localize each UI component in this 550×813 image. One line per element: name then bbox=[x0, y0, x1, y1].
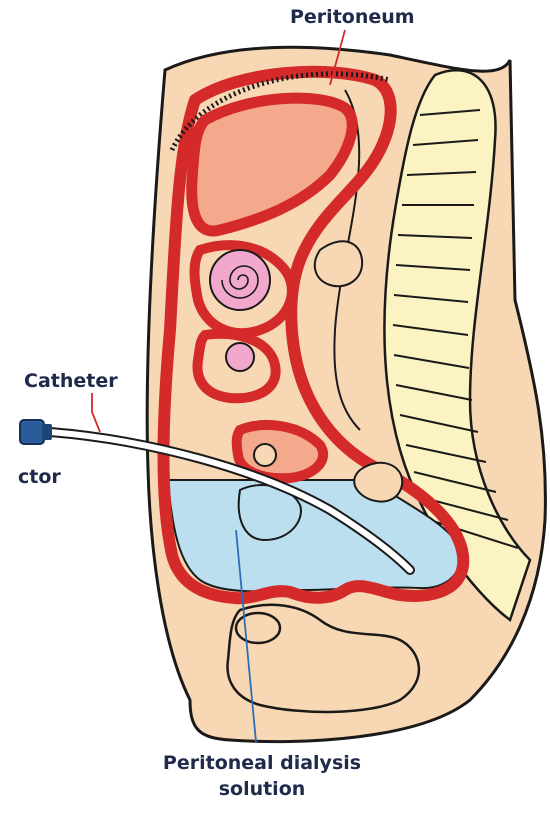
pelvic-bone bbox=[236, 613, 280, 643]
pelvic-organ-right bbox=[354, 463, 402, 502]
catheter-label: Catheter bbox=[24, 370, 118, 392]
dialysis-solution-label-line2: solution bbox=[132, 776, 392, 802]
peritoneum-label: Peritoneum bbox=[290, 6, 415, 28]
connector-label: ctor bbox=[18, 466, 61, 488]
lower-organ-node bbox=[254, 444, 276, 466]
dialysis-solution-label-line1: Peritoneal dialysis bbox=[132, 750, 392, 776]
catheter-leader-line bbox=[92, 393, 100, 432]
small-pink-organ bbox=[226, 343, 254, 371]
dialysis-solution-label: Peritoneal dialysis solution bbox=[132, 750, 392, 802]
pink-spiral-organ bbox=[210, 250, 270, 310]
connector-collar bbox=[42, 424, 52, 440]
retroperitoneal-organ bbox=[315, 241, 362, 286]
catheter-connector-icon bbox=[20, 420, 44, 444]
